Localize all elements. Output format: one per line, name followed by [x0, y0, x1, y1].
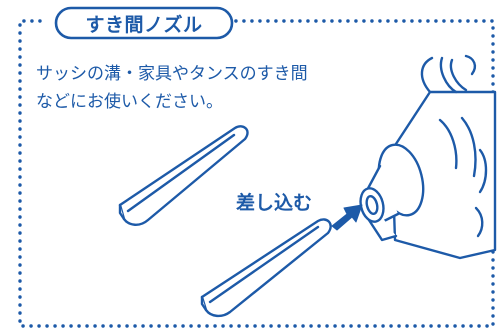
- title-badge: [54, 6, 234, 40]
- title: すき間ノズル: [85, 13, 203, 36]
- nozzle-lower: [200, 218, 332, 318]
- description-line-1: サッシの溝・家具やタンスのすき間: [36, 64, 308, 84]
- nozzle-upper: [118, 125, 249, 226]
- dotted-frame: [18, 19, 495, 328]
- insert-arrow: [331, 204, 363, 231]
- insert-label: 差し込む: [236, 192, 313, 214]
- vacuum-body: [359, 54, 497, 260]
- description: サッシの溝・家具やタンスのすき間 などにお使いください。: [36, 60, 396, 116]
- description-line-2: などにお使いください。: [36, 92, 223, 112]
